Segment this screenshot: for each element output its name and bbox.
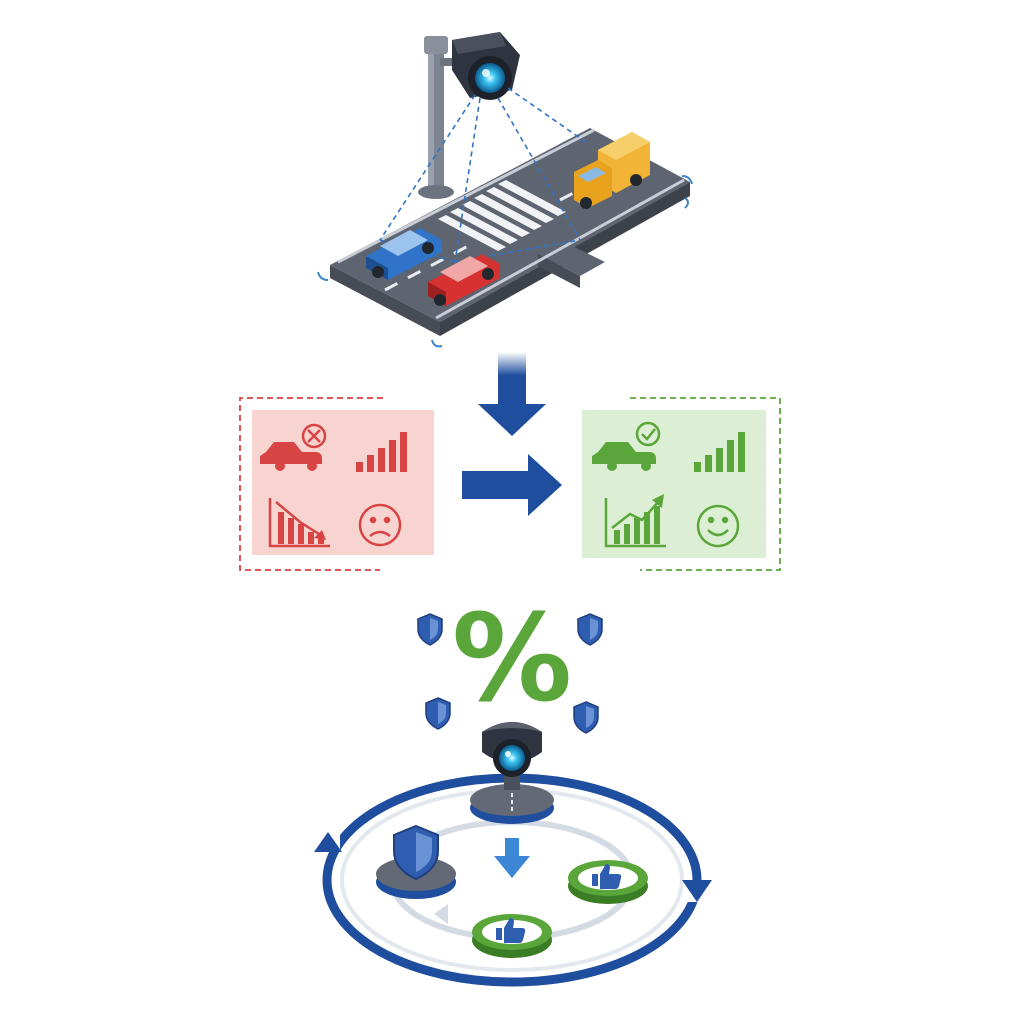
traffic-scene bbox=[317, 32, 693, 348]
camera-view-lines bbox=[379, 87, 591, 263]
shield-icon bbox=[573, 701, 599, 734]
bottom-cycle: % bbox=[314, 590, 712, 987]
negative-outcome-panel bbox=[239, 397, 434, 571]
shield-icon bbox=[577, 613, 603, 646]
yellow-truck-icon bbox=[574, 132, 650, 209]
shield-icon bbox=[425, 697, 451, 730]
blue-car-icon bbox=[366, 228, 442, 280]
shield-disc bbox=[376, 824, 456, 899]
shield-icon bbox=[393, 824, 439, 881]
thumbs-up-icon bbox=[496, 918, 526, 943]
positive-outcome-panel bbox=[582, 397, 781, 571]
shield-icon bbox=[417, 613, 443, 646]
bar-chart-icon bbox=[356, 432, 407, 472]
arrow-right-icon bbox=[462, 454, 562, 516]
arrow-down-icon bbox=[494, 838, 530, 878]
road-disc-icon bbox=[470, 784, 554, 824]
sad-face-icon bbox=[358, 503, 402, 547]
bar-chart-icon bbox=[694, 432, 745, 472]
red-car-icon bbox=[428, 254, 500, 306]
surveillance-camera-icon bbox=[482, 722, 542, 790]
middle-flow bbox=[239, 352, 781, 571]
rising-chart-icon bbox=[604, 494, 666, 548]
declining-chart-icon bbox=[268, 498, 330, 548]
camera-pole bbox=[418, 36, 462, 199]
thumbs-up-disc bbox=[472, 914, 552, 958]
happy-face-icon bbox=[696, 504, 740, 548]
crosswalk bbox=[438, 180, 566, 251]
car-check-icon bbox=[592, 421, 661, 471]
surveillance-camera-icon bbox=[452, 32, 520, 100]
percent-symbol: % bbox=[452, 590, 572, 729]
crashed-car-x-icon bbox=[260, 423, 327, 471]
arrow-down-icon bbox=[478, 352, 546, 436]
thumbs-up-icon bbox=[592, 864, 622, 889]
detection-corners bbox=[317, 175, 693, 348]
thumbs-up-disc bbox=[568, 860, 648, 904]
